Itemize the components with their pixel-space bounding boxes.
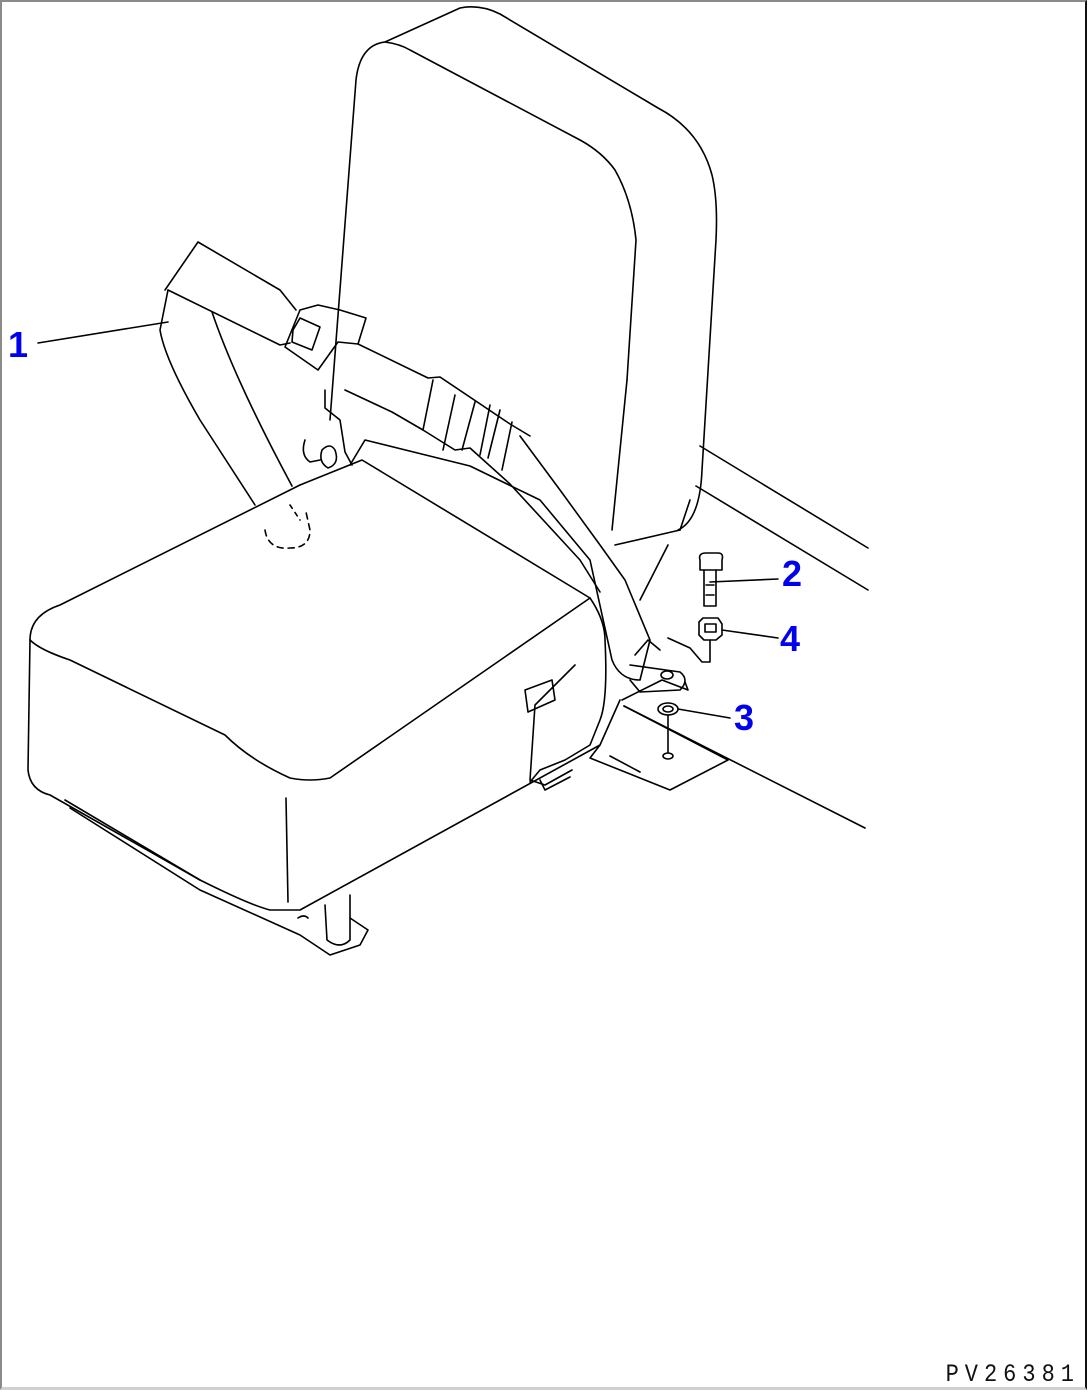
seat-cushion — [27, 484, 601, 956]
floor-lines — [614, 445, 869, 601]
seat-side-frame — [299, 459, 866, 829]
nut-part — [667, 617, 779, 663]
bolt-part — [698, 552, 779, 607]
drawing-id: PV26381 — [945, 1360, 1080, 1389]
backrest — [329, 6, 718, 531]
callout-2-bolt[interactable]: 2 — [782, 553, 803, 594]
washer-part — [657, 702, 731, 760]
callout-1-leader — [37, 321, 169, 344]
seat-belt — [159, 241, 661, 681]
callout-3-washer[interactable]: 3 — [734, 697, 755, 738]
callout-4-nut[interactable]: 4 — [780, 618, 801, 659]
callout-1-seat-belt[interactable]: 1 — [8, 324, 29, 365]
